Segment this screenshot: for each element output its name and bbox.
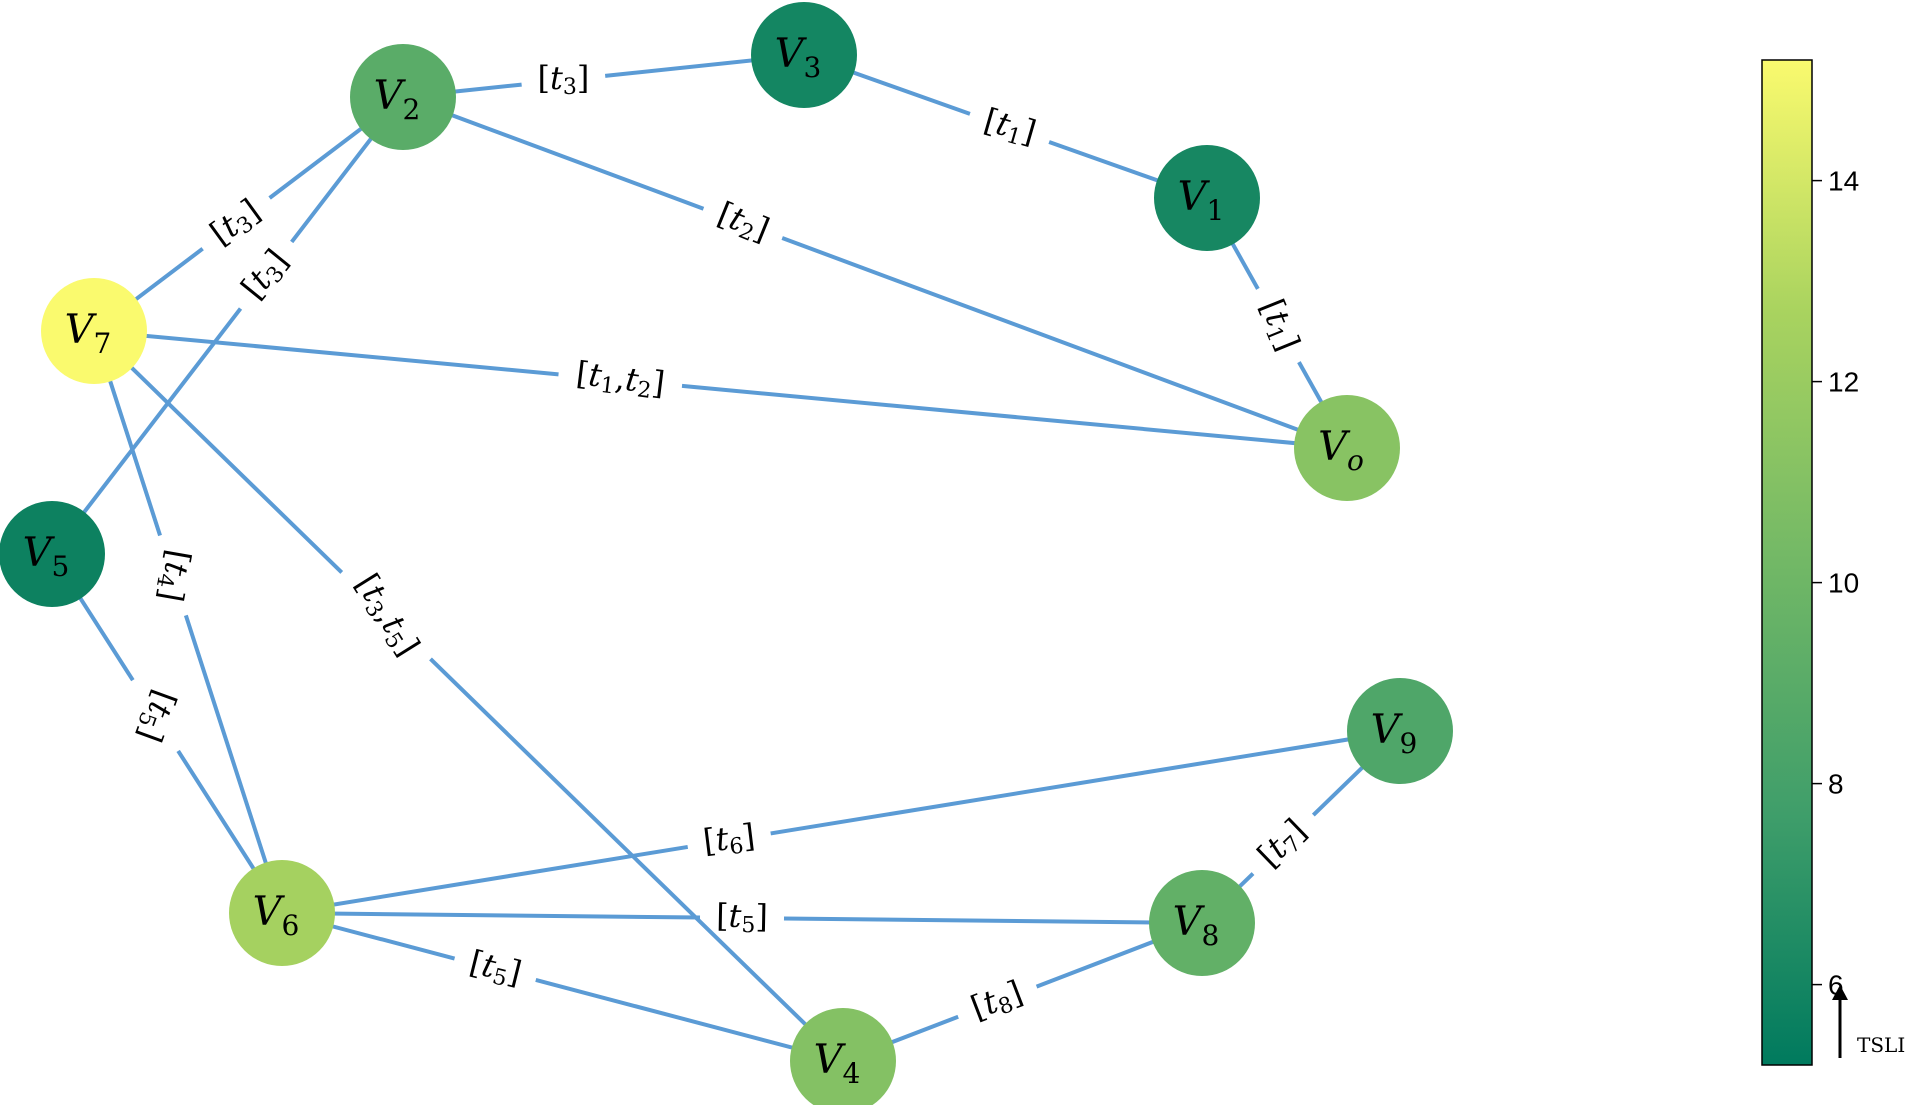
edge-label-V2-V7: [t3]: [203, 191, 269, 255]
edge-label-V3-V1: [t1]: [979, 100, 1040, 154]
edge-label-V6-V9: [t6]: [701, 816, 757, 864]
edge-V6-V9-tail: [770, 729, 1401, 836]
edge-V2-V0-tail: [781, 236, 1348, 450]
colorbar-tick-label-12: 12: [1828, 367, 1859, 398]
node-v6: [229, 860, 335, 966]
edge-V7-V4: [92, 329, 344, 574]
node-v9: [1347, 678, 1453, 784]
edge-label-V7-V0: [t1,t2]: [574, 353, 667, 405]
edge-label-V8-V9: [t7]: [1250, 811, 1316, 877]
edge-label-V7-V4: [t3,t5]: [346, 567, 428, 664]
edge-label-V6-V4: [t5]: [465, 942, 525, 995]
edge-label-V2-V0: [t2]: [711, 194, 775, 252]
node-label-v9: V9: [1371, 707, 1418, 760]
node-label-v5: V5: [23, 530, 70, 583]
edge-V7-V4-tail: [429, 657, 845, 1063]
edge-V6-V8: [281, 911, 701, 920]
edge-V2-V0: [402, 95, 705, 211]
colorbar-tick-label-8: 8: [1828, 769, 1844, 800]
node-label-v8: V8: [1173, 899, 1220, 952]
node-label-v1: V1: [1178, 174, 1225, 227]
node-v0: [1294, 395, 1400, 501]
edge-label-V7-V6: [t4]: [149, 546, 199, 604]
edge-label-V2-V5: [t3]: [233, 242, 298, 308]
colorbar-gradient: [1761, 59, 1813, 1066]
edge-label-V5-V6: [t5]: [128, 684, 185, 747]
edge-label-V2-V3: [t3]: [537, 59, 589, 101]
edge-label-V4-V8: [t8]: [965, 972, 1028, 1029]
edge-V6-V8-tail: [783, 916, 1203, 925]
node-v7: [41, 278, 147, 384]
node-v4: [790, 1008, 896, 1105]
colorbar-title: TSLI: [1857, 1033, 1905, 1057]
node-label-v7: V7: [65, 307, 112, 360]
node-label-v2: V2: [374, 73, 421, 126]
edge-V7-V0: [93, 329, 559, 377]
node-label-v6: V6: [253, 889, 300, 942]
edge-V6-V9: [281, 844, 689, 915]
node-v5: [0, 501, 105, 607]
edge-label-V6-V8: [t5]: [716, 896, 769, 938]
node-v1: [1154, 145, 1260, 251]
node-label-v3: V3: [775, 31, 822, 84]
node-label-v0: Vo: [1318, 424, 1364, 477]
node-v8: [1149, 870, 1255, 976]
colorbar-tick-label-14: 14: [1828, 166, 1859, 197]
edge-V7-V0-tail: [681, 383, 1348, 450]
node-v2: [350, 44, 456, 150]
tsli-arrow-head: [1832, 985, 1848, 1000]
node-label-v4: V4: [814, 1037, 861, 1090]
node-v3: [751, 2, 857, 108]
colorbar-tick-label-10: 10: [1828, 568, 1859, 599]
edge-label-V1-V0: [t1]: [1250, 293, 1308, 357]
